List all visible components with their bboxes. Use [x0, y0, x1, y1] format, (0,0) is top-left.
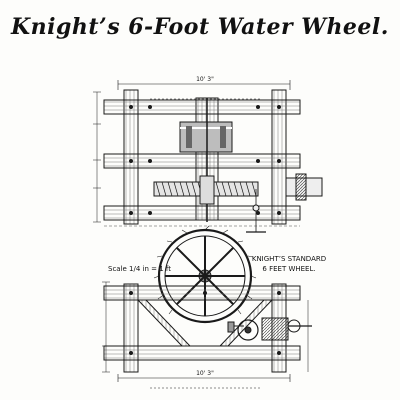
top-width-dimension: 10' 3" [196, 76, 214, 83]
water-wheel [153, 225, 257, 324]
plan-top-beam [103, 99, 301, 115]
page-title: Knight’s 6-Foot Water Wheel. [11, 14, 389, 40]
elev-bottom-sill [103, 345, 301, 361]
elevation-view [102, 225, 312, 389]
standard-caption-line1: KNIGHT’S STANDARD [252, 255, 326, 263]
bottom-width-dimension: 10' 3" [196, 370, 214, 377]
elev-top-beam [103, 285, 301, 301]
standard-caption-line2: 6 FEET WHEEL. [262, 265, 315, 273]
plan-bolts [129, 105, 281, 215]
left-brace [136, 299, 192, 347]
scale-label: Scale 1/4 in = 1 ft [108, 265, 171, 273]
plan-middle-beam [103, 153, 301, 169]
gear-train [227, 317, 312, 341]
worm-gear [153, 175, 259, 205]
plan-bottom-beam [103, 205, 301, 221]
plan-view [93, 80, 323, 233]
governor-valve [246, 173, 323, 233]
